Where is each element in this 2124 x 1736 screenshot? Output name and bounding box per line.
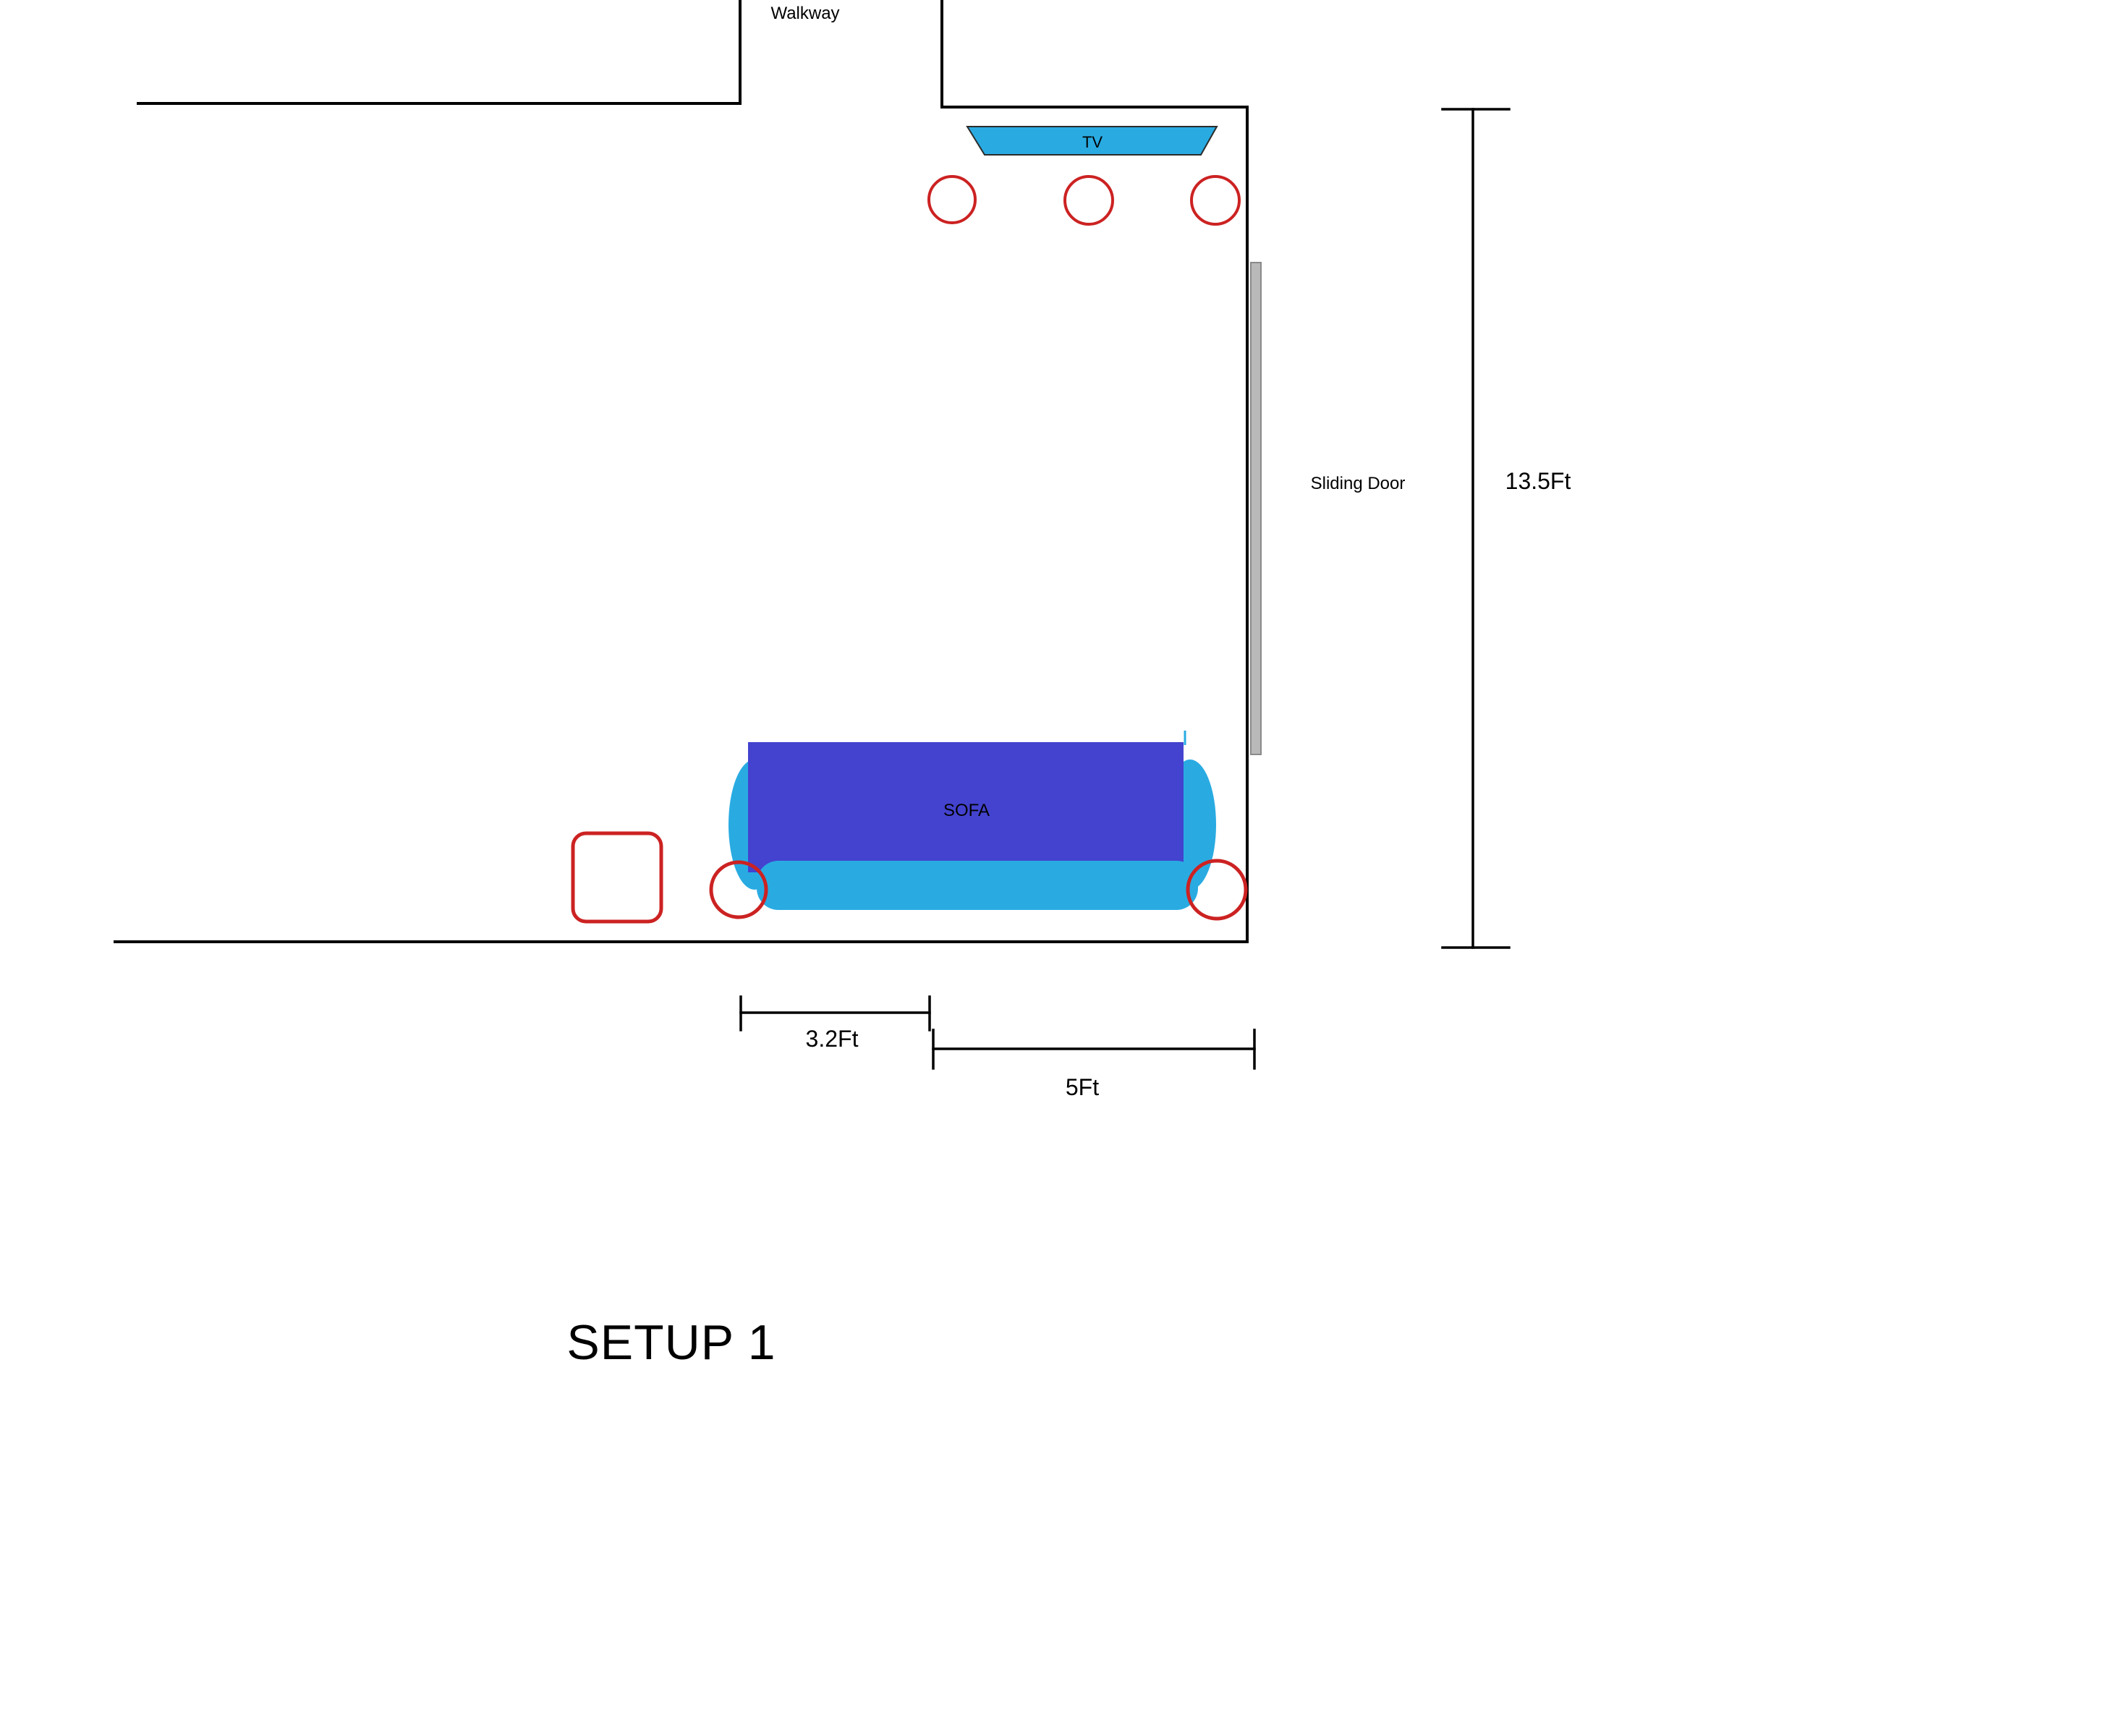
walkway-label: Walkway bbox=[770, 4, 839, 23]
sliding-door-bar bbox=[1250, 262, 1262, 755]
front-speaker-circle-3 bbox=[1190, 175, 1241, 226]
front-speaker-circle-2 bbox=[1063, 175, 1114, 226]
height-dimension-label: 13.5Ft bbox=[1505, 468, 1571, 494]
left-span-label: 3.2Ft bbox=[806, 1026, 859, 1052]
side-speaker-circle-left bbox=[709, 860, 768, 919]
dimension-left-span bbox=[739, 995, 931, 1031]
sofa-body bbox=[748, 742, 1184, 872]
dimension-right-span bbox=[932, 1029, 1256, 1070]
sofa: SOFA bbox=[728, 731, 1216, 910]
red-markers bbox=[571, 175, 1248, 924]
page-title: SETUP 1 bbox=[566, 1315, 776, 1370]
sofa-seat-front bbox=[757, 861, 1198, 910]
height-dimension bbox=[1441, 108, 1511, 949]
sofa-label: SOFA bbox=[943, 801, 990, 820]
square-box-marker bbox=[571, 831, 663, 924]
room-walls bbox=[114, 0, 1249, 943]
sliding-door-label: Sliding Door bbox=[1311, 474, 1406, 493]
side-speaker-circle-right bbox=[1186, 859, 1248, 921]
tv-shape bbox=[966, 126, 1218, 156]
front-speaker-circle-1 bbox=[927, 175, 977, 224]
right-span-label: 5Ft bbox=[1066, 1074, 1099, 1100]
tv-label: TV bbox=[1082, 133, 1103, 151]
